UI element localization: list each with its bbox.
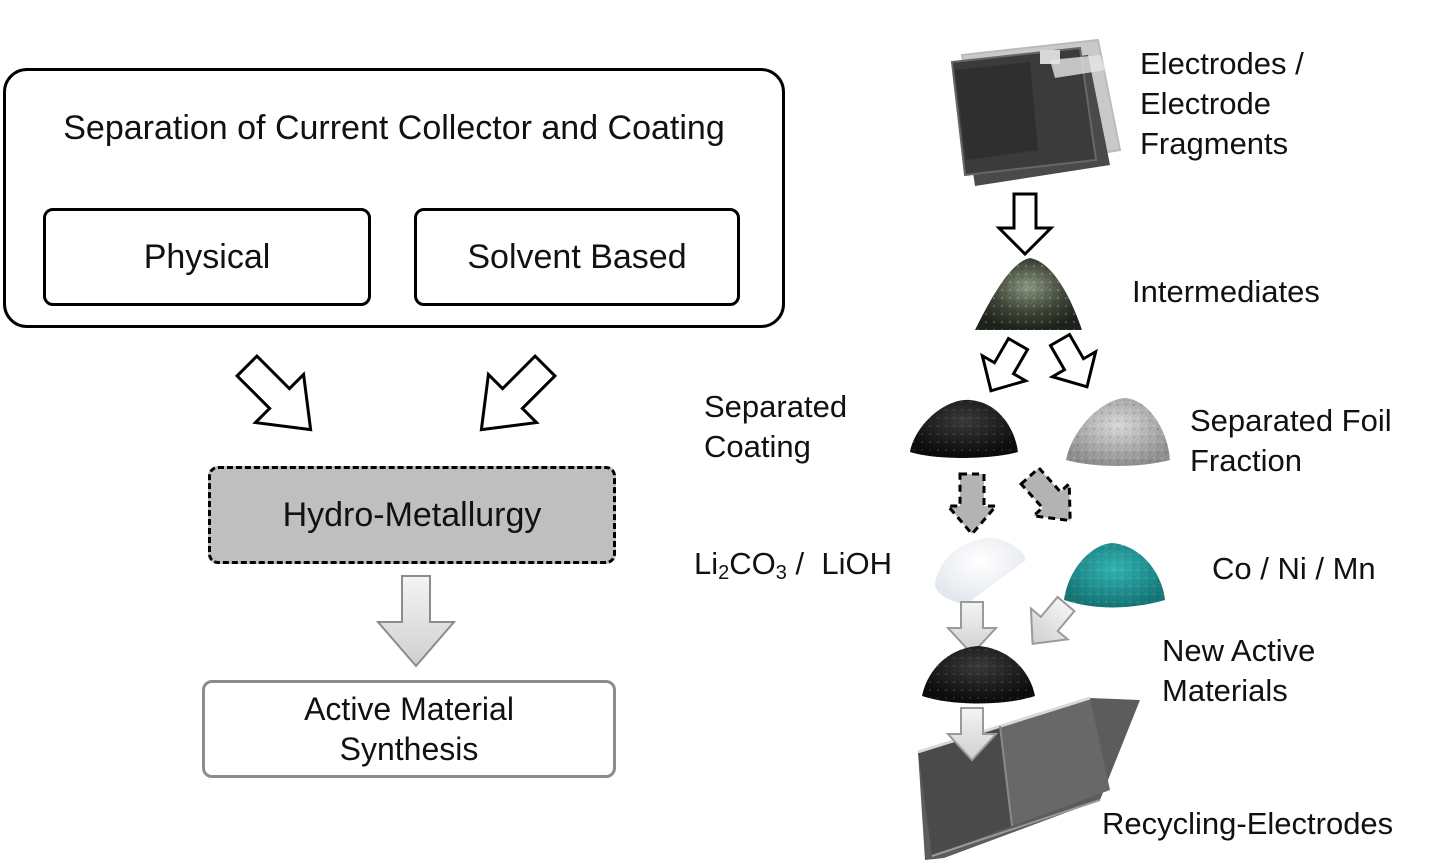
metals-image xyxy=(1064,543,1165,608)
separated-foil-image xyxy=(1066,398,1170,466)
recycled-electrode-image xyxy=(917,696,1140,860)
down-arrow-grey xyxy=(375,575,457,668)
separated-foil-label: Separated Foil Fraction xyxy=(1190,403,1392,478)
separation-box xyxy=(3,68,785,328)
synthesis-label-line1: Active Material xyxy=(304,691,514,727)
hydro-metallurgy-box: Hydro-Metallurgy xyxy=(208,466,616,564)
electrodes-image xyxy=(950,38,1122,186)
diagonal-arrow-to-foil xyxy=(1048,332,1098,389)
physical-box: Physical xyxy=(43,208,371,306)
synthesis-label-line2: Synthesis xyxy=(339,731,479,767)
solvent-based-box: Solvent Based xyxy=(414,208,740,306)
down-arrow-outline-1 xyxy=(995,192,1055,257)
intermediates-image xyxy=(975,258,1082,330)
diagonal-arrow-left-outline xyxy=(234,353,313,432)
diagonal-arrow-right-outline xyxy=(479,353,558,432)
light-arrow-down-1 xyxy=(945,601,999,656)
light-arrow-diagonal xyxy=(1029,595,1076,645)
dashed-arrow-diagonal xyxy=(1018,465,1072,523)
electrodes-label: Electrodes / Electrode Fragments xyxy=(1140,46,1304,161)
separation-title: Separation of Current Collector and Coat… xyxy=(63,109,725,147)
intermediates-label: Intermediates xyxy=(1132,274,1320,309)
new-active-materials-image xyxy=(922,646,1035,704)
light-arrow-down-2 xyxy=(945,707,999,762)
active-material-synthesis-box: Active Material Synthesis xyxy=(202,680,616,778)
diagonal-arrow-to-coating xyxy=(980,336,1030,393)
dashed-arrow-down xyxy=(944,472,1000,537)
metals-label: Co / Ni / Mn xyxy=(1212,551,1376,586)
separated-coating-label: Separated Coating xyxy=(704,389,848,464)
lithium-salt-image xyxy=(935,538,1026,605)
separated-coating-image xyxy=(910,399,1018,458)
new-active-materials-label: New Active Materials xyxy=(1162,633,1316,708)
lithium-label: Li2CO3 / LiOH xyxy=(694,546,892,584)
recycling-electrodes-label: Recycling-Electrodes xyxy=(1102,806,1394,841)
